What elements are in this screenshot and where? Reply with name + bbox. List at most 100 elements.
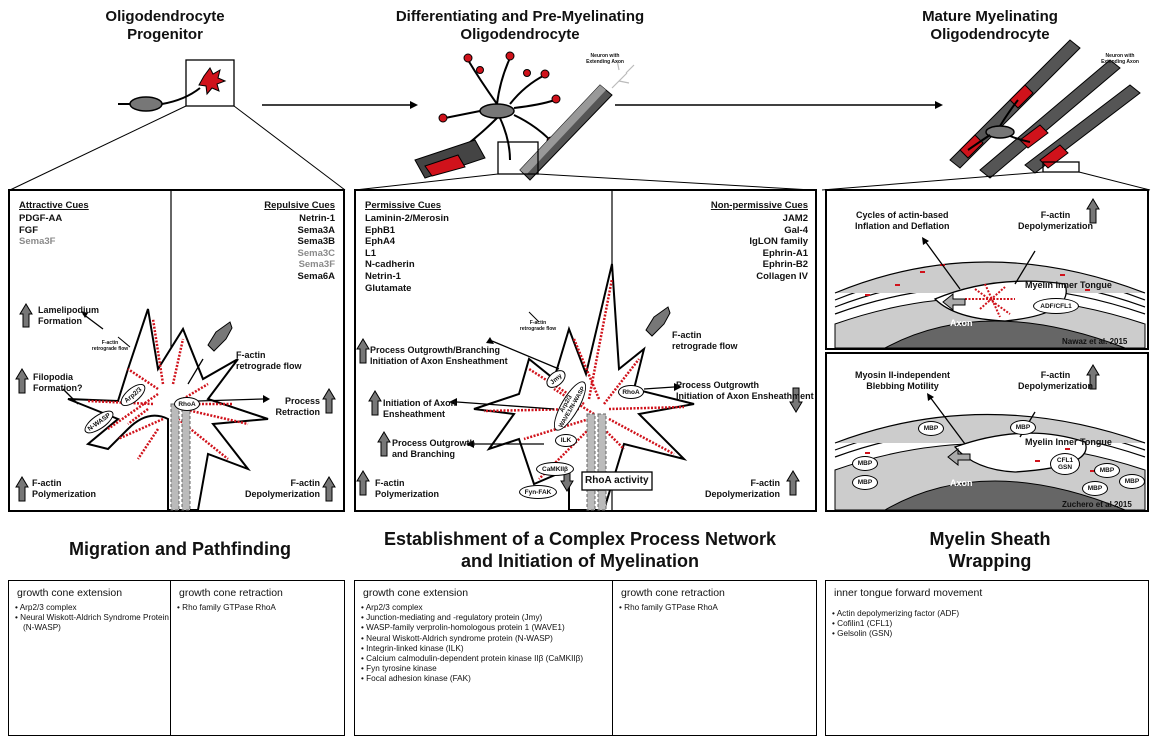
section-wrapping: Myelin Sheath Wrapping [880,528,1100,572]
cue-item: L1 [365,248,449,260]
f-actin-depolymerization-label: F-actin Depolymerization [220,478,320,499]
rhoa-oval-2: RhoA [618,385,644,399]
nonpermissive-cues-list: JAM2 Gal-4 IgLON family Ephrin-A1 Ephrin… [690,213,808,283]
ilk-oval: ILK [555,434,577,447]
mbp-oval: MBP [1010,420,1036,435]
progenitor-cell [10,60,345,190]
column-extension: growth cone extension Arp2/3 complex Jun… [355,581,613,735]
cue-item: Collagen IV [690,271,808,283]
adf-cfl1-oval: ADF/CFL1 [1033,298,1079,314]
lamelipodium-label: Lamelipodium Formation [38,305,99,326]
cue-item: JAM2 [690,213,808,225]
process-retraction-label: Process Retraction [265,396,320,417]
cue-item: N-cadherin [365,259,449,271]
list-item: WASP-family verprolin-homologous protein… [361,623,596,633]
list-item: Calcium calmodulin-dependent protein kin… [361,654,596,664]
cue-item: Glutamate [365,283,449,295]
column-header: growth cone extension [17,587,122,599]
list-item: Neural Wiskott-Aldrich syndrome protein … [361,634,596,644]
protein-list: Rho family GTPase RhoA [177,603,276,613]
cue-item: Sema3C [240,248,335,260]
cue-item: Sema6A [240,271,335,283]
cue-item: Sema3F [19,236,62,248]
axon-label-3a: Axon [950,318,973,329]
list-item: Arp2/3 complex [15,603,170,613]
mbp-oval: MBP [852,475,878,490]
repulsive-cues-header: Repulsive Cues [240,200,335,211]
protein-list: Actin depolymerizing factor (ADF) Cofili… [832,609,959,640]
cue-item: IgLON family [690,236,808,248]
citation-nawaz: Nawaz et al. 2015 [1062,337,1127,346]
myosin-label: Myosin II-independent Blebbing Motility [855,370,950,391]
protein-list: Rho family GTPase RhoA [619,603,718,613]
cue-item: Ephrin-A1 [690,248,808,260]
attractive-cues-header: Attractive Cues [19,200,89,211]
cue-item: FGF [19,225,62,237]
permissive-cues-header: Permissive Cues [365,200,441,211]
attractive-cues-list: PDGF-AA FGF Sema3F [19,213,62,248]
filopodia-label: Filopodia Formation? [33,372,83,393]
outgrowth-branching-label: Process Outgrowth/Branching Initiation o… [370,345,508,366]
list-item: Gelsolin (GSN) [832,629,959,639]
retro-small-label: F-actin retrograde flow [90,340,130,352]
list-item: Integrin-linked kinase (ILK) [361,644,596,654]
list-item: Actin depolymerizing factor (ADF) [832,609,959,619]
top-illustration [0,0,1157,200]
list-item: Cofilin1 (CFL1) [832,619,959,629]
cfl1-gsn-oval: CFL1 GSN [1050,453,1080,475]
list-item: Rho family GTPase RhoA [619,603,718,613]
f-actin-polymerization-label-2: F-actin Polymerization [375,478,439,499]
cue-item: EphA4 [365,236,449,248]
cue-item: Sema3F [240,259,335,271]
rhoa-oval: RhoA [174,397,200,411]
repulsive-cues-list: Netrin-1 Sema3A Sema3B Sema3C Sema3F Sem… [240,213,335,283]
differentiating-cell [355,52,812,190]
inner-tongue-label-3a: Myelin Inner Tongue [1025,280,1112,291]
nonpermissive-cues-header: Non-permissive Cues [690,200,808,211]
depol-label-3a: F-actin Depolymerization [1018,210,1093,231]
inner-tongue-label-3b: Myelin Inner Tongue [1025,437,1112,448]
outgrowth-and-branching-label: Process Outgrowth and Branching [392,438,475,459]
column-header: growth cone extension [363,587,468,599]
mbp-oval: MBP [1082,481,1108,496]
column-header: inner tongue forward movement [834,587,982,599]
column-retraction: growth cone retraction Rho family GTPase… [171,581,344,735]
protein-list: Arp2/3 complex Neural Wiskott-Aldrich Sy… [15,603,170,634]
citation-zuchero: Zuchero et al 2015 [1062,500,1132,509]
list-item: Focal adhesion kinase (FAK) [361,674,596,684]
fyn-oval: Fyn-FAK [519,485,557,499]
f-actin-depolymerization-label-2: F-actin Depolymerization [680,478,780,499]
neuron-label-2: Neuron with Extending Axon [1085,53,1155,65]
cycles-label: Cycles of actin-based Inflation and Defl… [855,210,950,231]
column-extension: growth cone extension Arp2/3 complex Neu… [9,581,171,735]
retro-small-label-2: F-actin retrograde flow [518,320,558,332]
retrograde-flow-label: F-actin retrograde flow [236,350,302,371]
list-item: Neural Wiskott-Aldrich Syndrome Protein … [15,613,170,633]
section-network: Establishment of a Complex Process Netwo… [345,528,815,572]
column-forward: inner tongue forward movement Actin depo… [826,581,1148,735]
column-header: growth cone retraction [621,587,725,599]
list-item: Fyn tyrosine kinase [361,664,596,674]
cue-item: Sema3A [240,225,335,237]
permissive-cues-list: Laminin-2/Merosin EphB1 EphA4 L1 N-cadhe… [365,213,449,294]
cue-item: Netrin-1 [365,271,449,283]
column-header: growth cone retraction [179,587,283,599]
rhoa-activity-label: RhoA activity [585,476,649,487]
protein-list: Arp2/3 complex Junction-mediating and -r… [361,603,596,685]
axon-label-3b: Axon [950,478,973,489]
section-migration: Migration and Pathfinding [30,538,330,560]
depol-label-3b: F-actin Depolymerization [1018,370,1093,391]
neuron-label-1: Neuron with Extending Axon [570,53,640,65]
cue-item: Ephrin-B2 [690,259,808,271]
initiation-label: Initiation of Axon Ensheathment [383,398,456,419]
list-item: Junction-mediating and -regulatory prote… [361,613,596,623]
f-actin-polymerization-label: F-actin Polymerization [32,478,96,499]
table-network: growth cone extension Arp2/3 complex Jun… [354,580,817,736]
camk-oval: CaMKIIβ [536,462,574,476]
cue-item: PDGF-AA [19,213,62,225]
table-wrapping: inner tongue forward movement Actin depo… [825,580,1149,736]
mbp-oval: MBP [1119,474,1145,489]
list-item: Rho family GTPase RhoA [177,603,276,613]
cue-item: Laminin-2/Merosin [365,213,449,225]
mbp-oval: MBP [852,456,878,471]
